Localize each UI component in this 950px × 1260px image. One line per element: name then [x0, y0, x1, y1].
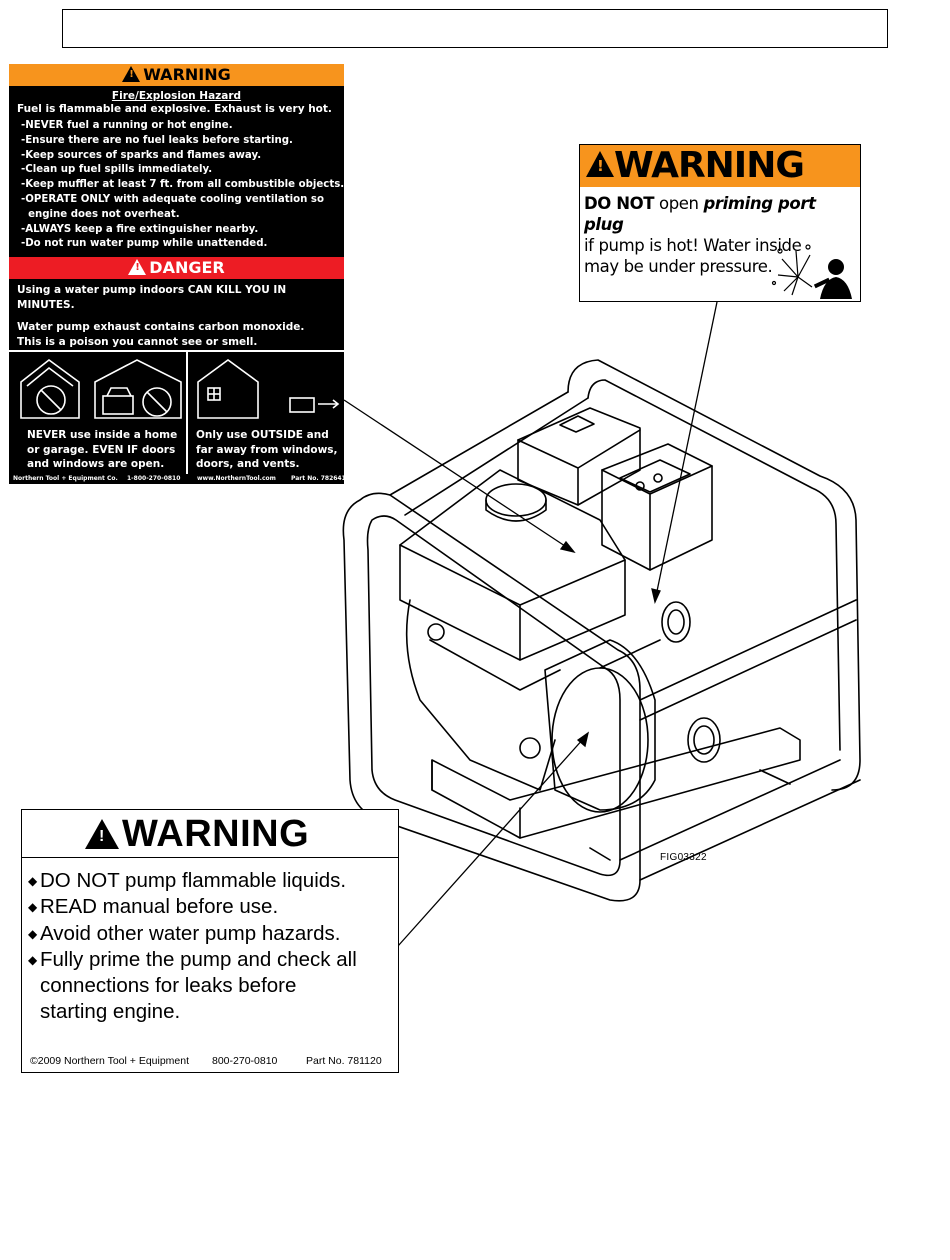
list-item: ◆READ manual before use. — [28, 894, 357, 920]
discharge-port — [661, 601, 691, 643]
list-item: -Ensure there are no fuel leaks before s… — [21, 134, 293, 146]
danger-text: Using a water pump indoors CAN KILL YOU … — [9, 283, 344, 350]
priming-warning-title: WARNING — [614, 145, 805, 186]
frame-front-inner — [366, 515, 621, 877]
outside-only-caption: Only use OUTSIDE and far away from windo… — [196, 429, 338, 470]
outside-only-pictogram: Only use OUTSIDE and far away from windo… — [188, 352, 344, 474]
priming-warning-text: DO NOT open priming port plug if pump is… — [584, 193, 860, 277]
figure-code: FIG03322 — [660, 852, 707, 863]
list-item: ◆Fully prime the pump and check all conn… — [28, 947, 357, 1026]
list-item: -Do not run water pump while unattended. — [21, 238, 268, 250]
list-item: ◆DO NOT pump flammable liquids. — [28, 868, 357, 894]
danger-triangle-icon: ! — [128, 259, 147, 276]
never-indoors-caption: NEVER use inside a home or garage. EVEN … — [27, 429, 178, 470]
priming-warning-header: ! WARNING — [580, 145, 860, 187]
do-not-text: DO NOT — [584, 194, 655, 213]
footer-part: Part No. 782641 — [291, 475, 346, 482]
diamond-bullet-icon: ◆ — [28, 926, 38, 941]
fire-label-footer: Northern Tool + Equipment Co. 1-800-270-… — [9, 474, 346, 484]
list-item: -OPERATE ONLY with adequate cooling vent… — [21, 193, 324, 220]
fuel-tank — [399, 469, 626, 661]
footer-phone: 800-270-0810 — [212, 1055, 278, 1067]
list-item-text: Avoid other water pump hazards. — [40, 921, 341, 945]
priming-port-label: ! WARNING DO NOT open priming port plug … — [579, 144, 861, 302]
priming-line-3: may be under pressure. — [584, 257, 773, 276]
priming-line-2: if pump is hot! Water inside — [584, 236, 802, 255]
open-text: open — [654, 194, 704, 213]
hazard-list: -NEVER fuel a running or hot engine. -En… — [9, 119, 344, 252]
warning-triangle-icon: ! — [85, 819, 119, 849]
danger-header-text: DANGER — [149, 258, 225, 278]
danger-header-bar: !DANGER — [9, 257, 344, 280]
warning-triangle-icon: ! — [586, 151, 614, 177]
never-indoors-pictogram: NEVER use inside a home or garage. EVEN … — [9, 352, 188, 474]
leader-line-priming-label — [655, 301, 718, 597]
header-box — [62, 9, 888, 48]
air-cleaner — [601, 443, 713, 571]
frame-rear-inner — [587, 379, 841, 751]
footer-part: Part No. 781120 — [306, 1055, 382, 1067]
danger-line-1: Using a water pump indoors CAN KILL YOU … — [17, 284, 287, 312]
outside-house-icon — [197, 359, 340, 419]
pump-housing — [544, 639, 656, 811]
fire-danger-label: !WARNING Fire/Explosion Hazard Fuel is f… — [9, 64, 346, 484]
engine-body — [405, 599, 556, 791]
list-item: -Keep sources of sparks and flames away. — [21, 149, 262, 161]
diamond-bullet-icon: ◆ — [28, 874, 38, 888]
pressure-burst-icon — [771, 244, 852, 299]
warning-header-bar: !WARNING — [9, 64, 344, 86]
priming-port-plug-text: priming port plug — [584, 194, 816, 234]
diamond-bullet-icon: ◆ — [28, 952, 38, 967]
frame-rear — [567, 359, 861, 791]
leader-line-general-label — [397, 737, 585, 947]
list-item: -NEVER fuel a running or hot engine. — [21, 120, 233, 131]
diamond-bullet-icon: ◆ — [28, 900, 38, 915]
suction-port — [687, 717, 721, 763]
leader-line-fire-label — [343, 399, 569, 549]
pictogram-row: NEVER use inside a home or garage. EVEN … — [9, 350, 344, 474]
danger-line-3: This is a poison you cannot see or smell… — [17, 336, 258, 349]
frame-crossbar-side — [639, 599, 857, 721]
general-warning-title: WARNING — [122, 813, 310, 855]
list-item-text: READ manual before use. — [40, 895, 279, 919]
list-item: -ALWAYS keep a fire extinguisher nearby. — [21, 223, 259, 235]
warning-triangle-icon: ! — [122, 66, 141, 82]
footer-company: Northern Tool + Equipment Co. — [13, 475, 118, 482]
general-warning-label: ! WARNING ◆DO NOT pump flammable liquids… — [21, 809, 399, 1073]
pump-volute — [551, 667, 649, 813]
list-item-text: DO NOT pump flammable liquids. — [40, 869, 347, 892]
footer-web: www.NorthernTool.com — [197, 475, 276, 482]
hazard-lead: Fuel is flammable and explosive. Exhaust… — [17, 103, 332, 115]
warning-header-text: WARNING — [143, 65, 231, 84]
list-item: -Keep muffler at least 7 ft. from all co… — [21, 179, 345, 191]
frame-crossbar-bottom — [619, 759, 861, 881]
list-item: -Clean up fuel spills immediately. — [21, 164, 213, 176]
hazard-subtitle: Fire/Explosion Hazard — [111, 90, 242, 102]
general-warning-header: ! WARNING — [22, 810, 398, 858]
general-warning-list: ◆DO NOT pump flammable liquids. ◆READ ma… — [28, 868, 357, 1026]
fuel-tank-cap-block — [517, 407, 641, 506]
footer-phone: 1-800-270-0810 — [127, 475, 181, 482]
base-plate — [431, 727, 801, 839]
no-indoor-house-icon — [20, 358, 182, 419]
list-item-text: Fully prime the pump and check all conne… — [40, 947, 357, 1024]
danger-line-2: Water pump exhaust contains carbon monox… — [17, 321, 305, 334]
list-item: ◆Avoid other water pump hazards. — [28, 921, 357, 947]
footer-copyright: ©2009 Northern Tool + Equipment — [30, 1055, 190, 1067]
frame-crossbar-top — [389, 391, 589, 516]
